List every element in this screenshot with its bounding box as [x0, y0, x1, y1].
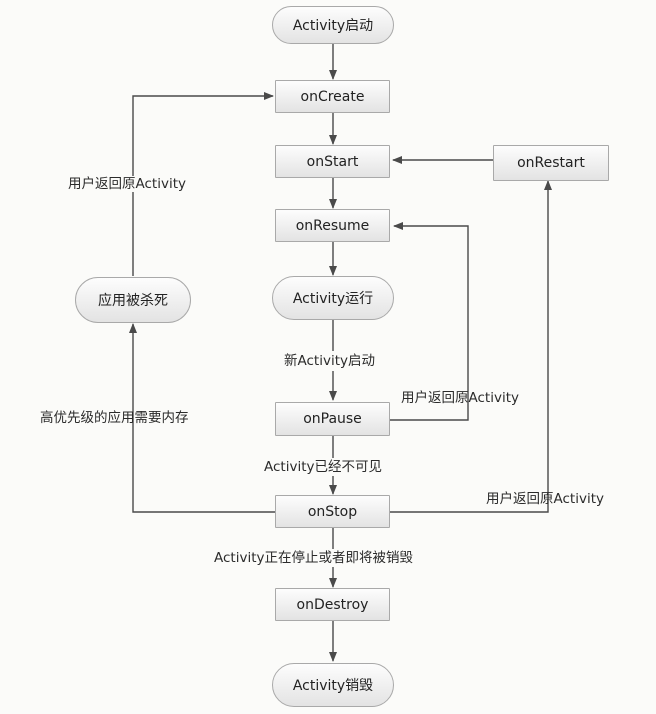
label-user-returns-pause: 用户返回原Activity	[401, 390, 519, 406]
edge-onstop-to-app-killed	[129, 323, 276, 513]
node-app-killed: 应用被杀死	[75, 277, 191, 323]
node-ondestroy: onDestroy	[275, 588, 390, 621]
label-user-returns-left: 用户返回原Activity	[66, 176, 188, 192]
edge-app-killed-to-oncreate	[132, 92, 274, 276]
label-activity-stopping: Activity正在停止或者即将被销毁	[212, 549, 415, 567]
label-higher-priority-app: 高优先级的应用需要内存	[40, 410, 189, 426]
node-onstart: onStart	[275, 145, 390, 178]
node-activity-destroyed: Activity销毁	[272, 663, 394, 707]
node-activity-running: Activity运行	[272, 276, 394, 320]
label-activity-not-visible: Activity已经不可见	[262, 458, 384, 476]
node-activity-start: Activity启动	[272, 6, 394, 44]
node-onpause: onPause	[275, 402, 390, 436]
edge-onpause-to-onresume	[390, 222, 469, 421]
node-onresume: onResume	[275, 209, 390, 242]
edge-onstop-to-onrestart	[390, 180, 552, 513]
node-onstop: onStop	[275, 495, 390, 528]
node-oncreate: onCreate	[275, 80, 390, 113]
label-user-returns-stop: 用户返回原Activity	[486, 491, 604, 507]
label-new-activity-started: 新Activity启动	[282, 351, 377, 371]
node-onrestart: onRestart	[493, 145, 609, 181]
